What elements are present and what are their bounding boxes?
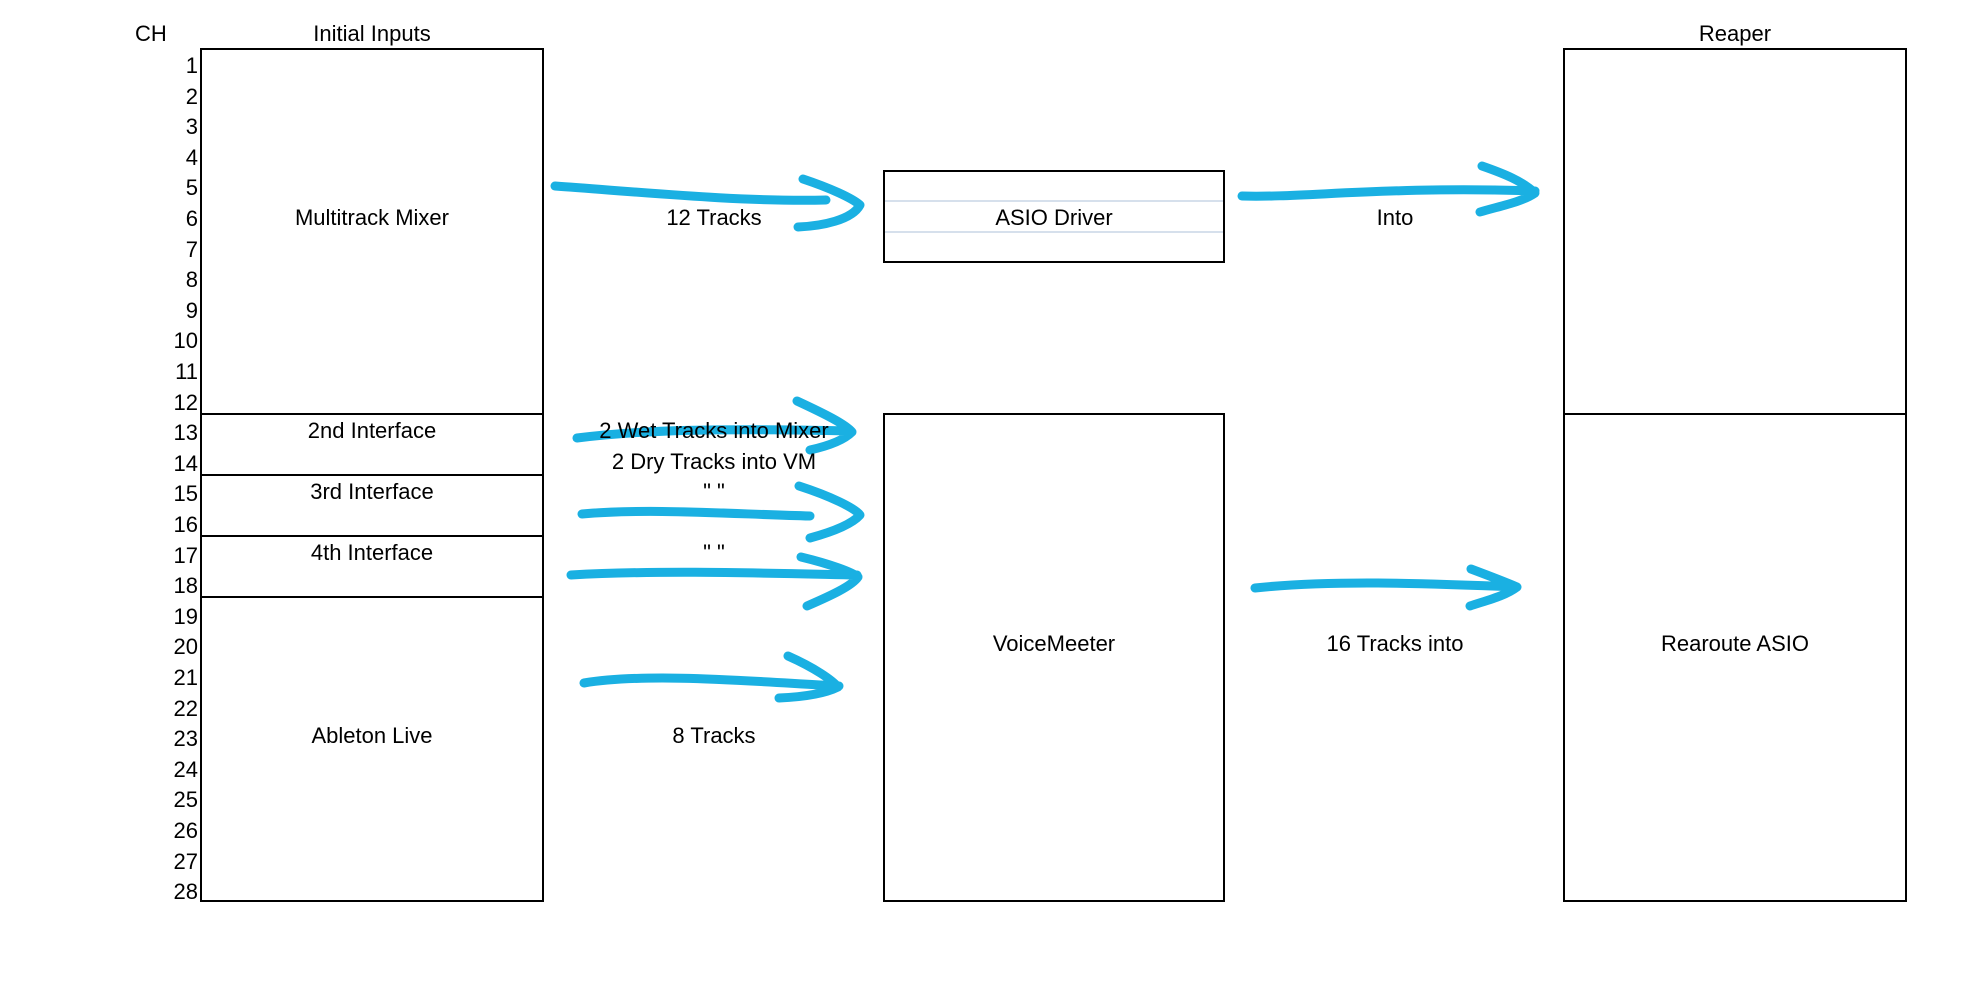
fourth-interface-label: 4th Interface xyxy=(310,540,434,565)
wet-tracks-label: 2 Wet Tracks into Mixer xyxy=(599,418,829,443)
arrow-4th-interface xyxy=(566,552,863,611)
arrow-2nd-interface xyxy=(572,396,857,455)
channel-number: 6 xyxy=(185,206,198,231)
ditto-mark-2: " " xyxy=(703,540,725,565)
channel-number: 26 xyxy=(173,818,198,843)
channel-number: 24 xyxy=(173,756,198,782)
asio-driver-label: ASIO Driver xyxy=(995,205,1113,230)
multitrack-mixer-label: Multitrack Mixer xyxy=(294,205,449,230)
divider-3rd-4th xyxy=(200,535,544,537)
channel-number: 27 xyxy=(173,848,198,874)
channel-number: 20 xyxy=(173,634,198,660)
channel-number: 13 xyxy=(173,420,198,446)
divider-4th-ableton xyxy=(200,596,544,598)
channel-number: 12 xyxy=(173,389,198,415)
arrow-voicemeeter-to-reaper xyxy=(1250,564,1522,611)
channel-number: 25 xyxy=(173,787,198,813)
channel-number: 10 xyxy=(173,328,198,354)
channel-number: 18 xyxy=(173,573,198,599)
channel-number: 5 xyxy=(185,175,198,201)
channel-number: 11 xyxy=(175,359,198,384)
arrow-3rd-interface xyxy=(577,481,865,543)
dry-tracks-label: 2 Dry Tracks into VM xyxy=(611,449,817,474)
sixteen-tracks-label: 16 Tracks into xyxy=(1326,631,1464,656)
channel-number: 9 xyxy=(185,297,198,323)
channel-number: 15 xyxy=(173,481,198,507)
reaper-box xyxy=(1563,48,1907,902)
channel-number: 8 xyxy=(185,267,198,293)
ditto-mark-1: " " xyxy=(703,479,725,504)
divider-reaper xyxy=(1563,413,1907,415)
initial-inputs-header: Initial Inputs xyxy=(313,21,431,46)
arrow-mixer-to-asio xyxy=(550,174,865,232)
twelve-tracks-label: 12 Tracks xyxy=(666,205,762,230)
third-interface-label: 3rd Interface xyxy=(310,479,434,504)
channel-number: 16 xyxy=(173,512,198,537)
ch-header: CH xyxy=(135,21,167,46)
channel-number: 3 xyxy=(185,114,198,140)
channel-number: 21 xyxy=(173,665,198,690)
channel-number: 1 xyxy=(185,53,198,78)
channel-number: 23 xyxy=(173,726,198,752)
asio-faint-line-top xyxy=(885,200,1223,202)
second-interface-label: 2nd Interface xyxy=(307,418,437,443)
arrow-asio-to-reaper xyxy=(1237,161,1540,217)
channel-number: 17 xyxy=(173,542,198,568)
into-label: Into xyxy=(1376,205,1414,230)
divider-2nd-3rd xyxy=(200,474,544,476)
asio-driver-box xyxy=(883,170,1225,263)
reaper-header: Reaper xyxy=(1698,21,1772,46)
channel-number: 28 xyxy=(173,879,198,905)
channel-number: 14 xyxy=(173,450,198,476)
voicemeeter-box xyxy=(883,413,1225,902)
eight-tracks-label: 8 Tracks xyxy=(672,723,756,748)
channel-number: 4 xyxy=(185,144,198,170)
voicemeeter-label: VoiceMeeter xyxy=(992,631,1116,656)
divider-mixer-2nd xyxy=(200,413,544,415)
channel-number: 19 xyxy=(173,603,198,629)
channel-number: 7 xyxy=(185,236,198,262)
asio-faint-line-bottom xyxy=(885,231,1223,233)
ableton-live-label: Ableton Live xyxy=(311,723,433,748)
channel-number: 2 xyxy=(185,83,198,109)
arrow-ableton xyxy=(579,651,844,703)
rearoute-asio-label: Rearoute ASIO xyxy=(1661,631,1809,656)
channel-number: 22 xyxy=(173,695,198,721)
